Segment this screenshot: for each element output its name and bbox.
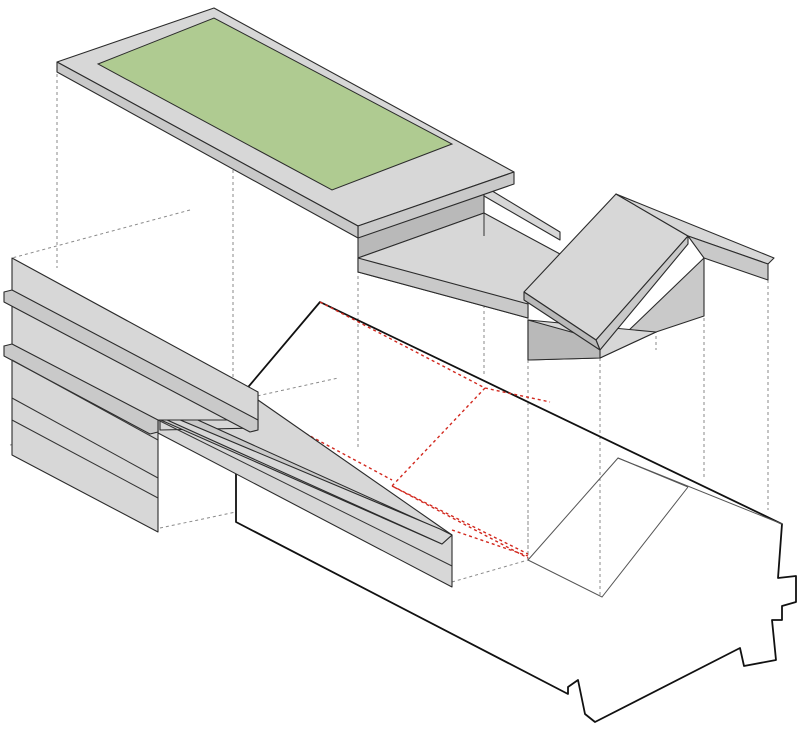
green-roof-slab bbox=[56, 7, 515, 239]
gable-roof-volume bbox=[523, 193, 775, 361]
existing-house-outline bbox=[235, 301, 797, 723]
roof-box-volume bbox=[357, 184, 561, 319]
left-wall-panel bbox=[3, 257, 259, 533]
green-roof-surface bbox=[96, 17, 454, 191]
